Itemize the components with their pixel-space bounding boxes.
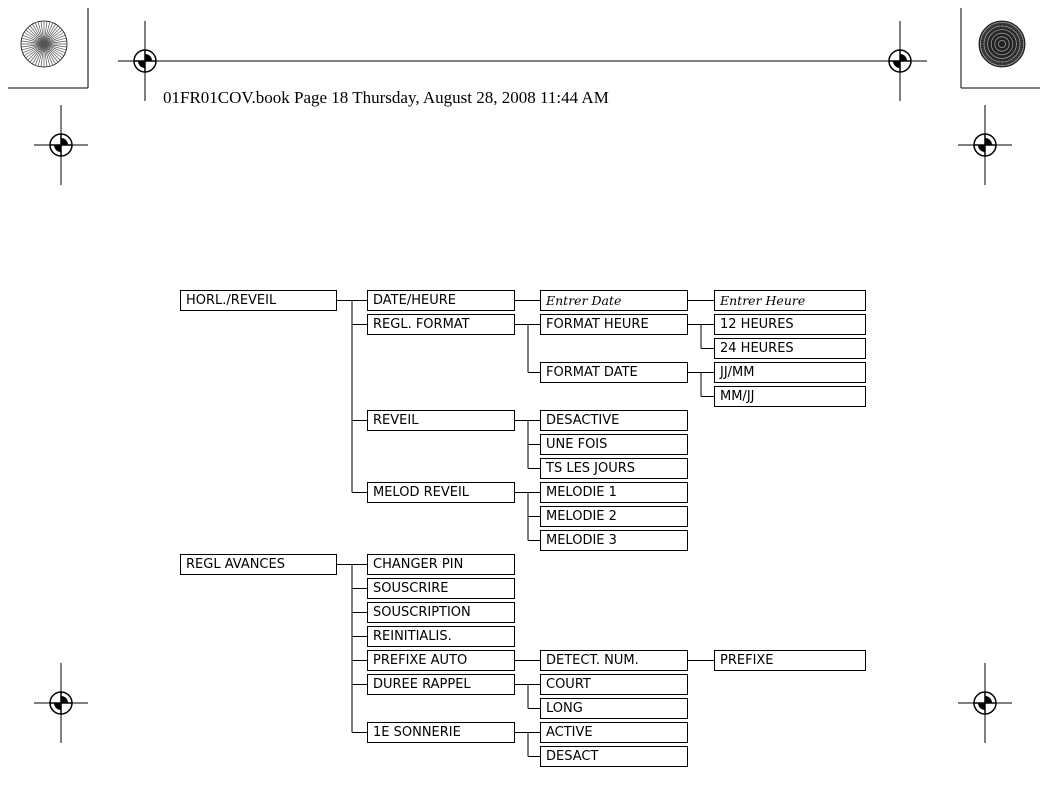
menu-node-reinitialis: REINITIALIS. xyxy=(367,626,515,647)
crosshair-icon-bottom-right xyxy=(958,663,1012,743)
menu-node-date-heure: DATE/HEURE xyxy=(367,290,515,311)
menu-node-regl-avances: REGL AVANCES xyxy=(180,554,337,575)
menu-node-horl-reveil: HORL./REVEIL xyxy=(180,290,337,311)
menu-node-reveil: REVEIL xyxy=(367,410,515,431)
menu-node-regl-format: REGL. FORMAT xyxy=(367,314,515,335)
crosshair-icon-bottom-left xyxy=(34,663,88,743)
page-header: 01FR01COV.book Page 18 Thursday, August … xyxy=(163,88,609,107)
menu-node-souscrire: SOUSCRIRE xyxy=(367,578,515,599)
menu-node-melodie-1: MELODIE 1 xyxy=(540,482,688,503)
menu-node-detect-num: DETECT. NUM. xyxy=(540,650,688,671)
menu-node-melodie-3: MELODIE 3 xyxy=(540,530,688,551)
crosshair-icon-header-right xyxy=(873,21,927,101)
menu-node-mm-jj: MM/JJ xyxy=(714,386,866,407)
menu-node-desact: DESACT xyxy=(540,746,688,767)
menu-node-une-fois: UNE FOIS xyxy=(540,434,688,455)
menu-node-court: COURT xyxy=(540,674,688,695)
menu-node-melod-reveil: MELOD REVEIL xyxy=(367,482,515,503)
starburst-icon-right xyxy=(978,20,1026,68)
menu-node-format-date: FORMAT DATE xyxy=(540,362,688,383)
menu-node-duree-rappel: DUREE RAPPEL xyxy=(367,674,515,695)
menu-node-melodie-2: MELODIE 2 xyxy=(540,506,688,527)
menu-node-entrer-heure: Entrer Heure xyxy=(714,290,866,311)
crosshair-icon-mid-left xyxy=(34,105,88,185)
menu-node-format-heure: FORMAT HEURE xyxy=(540,314,688,335)
menu-node-12-heures: 12 HEURES xyxy=(714,314,866,335)
menu-node-long: LONG xyxy=(540,698,688,719)
crosshair-icon-mid-right xyxy=(958,105,1012,185)
menu-node-prefixe: PREFIXE xyxy=(714,650,866,671)
menu-node-24-heures: 24 HEURES xyxy=(714,338,866,359)
menu-node-souscription: SOUSCRIPTION xyxy=(367,602,515,623)
menu-node-prefixe-auto: PREFIXE AUTO xyxy=(367,650,515,671)
crop-mark-top-right xyxy=(960,8,1040,89)
crosshair-icon-header-left xyxy=(118,21,172,101)
starburst-icon-left xyxy=(20,20,68,68)
crop-mark-top-left xyxy=(8,8,89,89)
menu-node-ts-les-jours: TS LES JOURS xyxy=(540,458,688,479)
menu-node-desactive: DESACTIVE xyxy=(540,410,688,431)
menu-node-changer-pin: CHANGER PIN xyxy=(367,554,515,575)
menu-node-active: ACTIVE xyxy=(540,722,688,743)
menu-node-jj-mm: JJ/MM xyxy=(714,362,866,383)
menu-node-entrer-date: Entrer Date xyxy=(540,290,688,311)
menu-node-1e-sonnerie: 1E SONNERIE xyxy=(367,722,515,743)
